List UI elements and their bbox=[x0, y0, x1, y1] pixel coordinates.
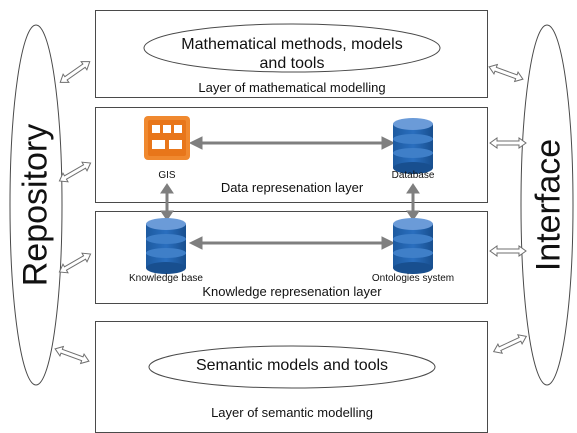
interface-pillar bbox=[520, 24, 574, 386]
ontologies-cylinder-icon bbox=[393, 218, 433, 274]
repo-data-arrow bbox=[58, 161, 92, 183]
repo-math-arrow bbox=[59, 61, 91, 83]
repo-semantic-arrow bbox=[54, 345, 90, 365]
semantic-layer-caption: Layer of semantic modelling bbox=[211, 405, 373, 420]
iface-semantic-arrow bbox=[492, 334, 528, 354]
database-cylinder-icon bbox=[393, 118, 433, 174]
repo-knowledge-arrow bbox=[58, 252, 92, 274]
iface-knowledge-arrow bbox=[489, 245, 527, 257]
repository-arrows bbox=[54, 61, 92, 365]
gis-kb-connector bbox=[160, 183, 174, 221]
knowledge-layer-caption: Knowledge represenation layer bbox=[202, 284, 382, 299]
math-ellipse-line1: Mathematical methods, models bbox=[181, 36, 403, 53]
iface-math-arrow bbox=[488, 63, 524, 83]
data-layer-caption: Data represenation layer bbox=[220, 180, 364, 195]
database-ontologies-connector bbox=[406, 183, 420, 221]
semantic-ellipse-text: Semantic models and tools bbox=[195, 357, 389, 374]
database-label: Database bbox=[391, 170, 435, 181]
ontologies-label: Ontologies system bbox=[371, 273, 455, 284]
kb-ontologies-connector bbox=[188, 236, 396, 250]
repository-label: Repository bbox=[16, 123, 55, 287]
math-ellipse-line2: and tools bbox=[259, 55, 325, 72]
gis-database-connector bbox=[188, 136, 396, 150]
math-methods-ellipse bbox=[143, 23, 441, 73]
knowledge-base-label: Knowledge base bbox=[129, 273, 203, 284]
math-layer-caption: Layer of mathematical modelling bbox=[198, 80, 386, 95]
repository-pillar bbox=[9, 24, 63, 386]
semantic-models-ellipse bbox=[148, 345, 436, 389]
iface-data-arrow bbox=[489, 137, 527, 149]
interface-arrows bbox=[488, 63, 528, 354]
interface-label: Interface bbox=[529, 138, 568, 272]
knowledge-base-cylinder-icon bbox=[146, 218, 186, 274]
gis-label: GIS bbox=[158, 170, 176, 181]
gis-grid-icon bbox=[144, 116, 190, 160]
